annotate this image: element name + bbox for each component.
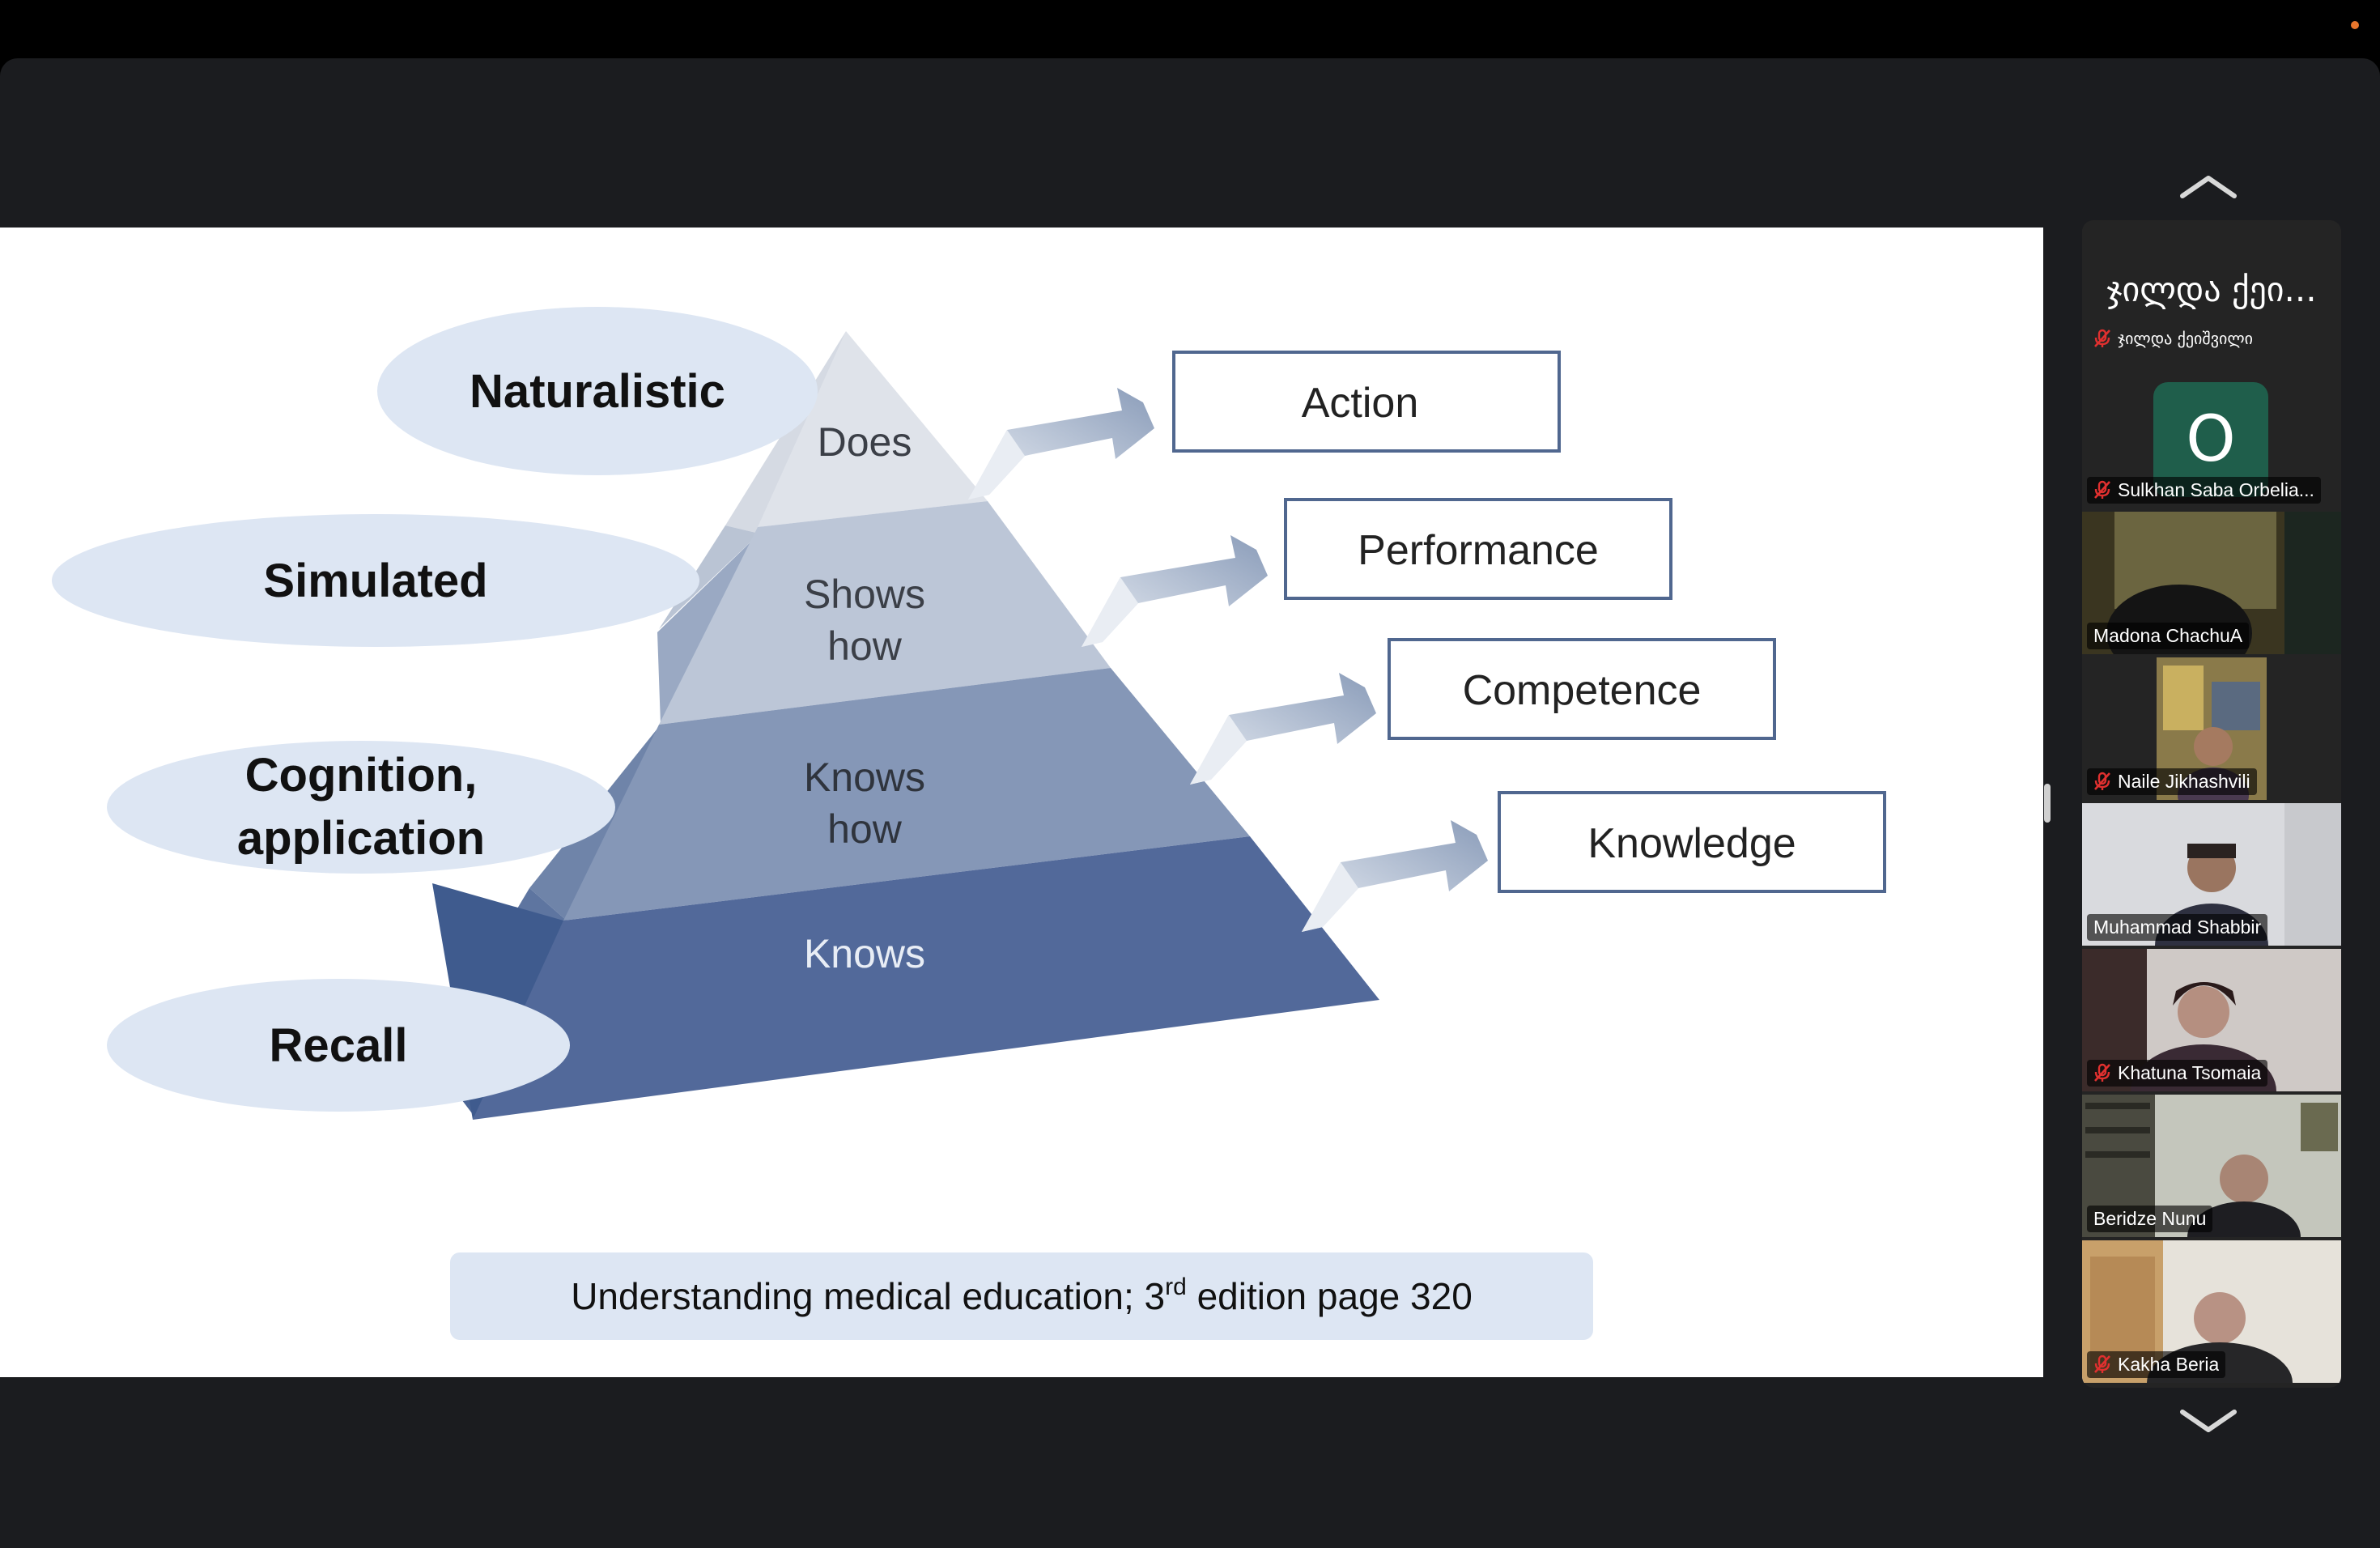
tier-label-knows-how-2: how <box>827 806 903 852</box>
split-view-resize-handle[interactable] <box>2044 784 2051 823</box>
chevron-down-icon[interactable] <box>2178 1406 2239 1438</box>
ellipse-recall: Recall <box>107 979 570 1112</box>
participants-gallery: ჯილდა ქეი... ჯილდა ქეიშვილი O Sulkhan Sa… <box>2082 220 2341 1388</box>
participant-name-tag: Madona ChachuA <box>2087 623 2250 649</box>
muted-microphone-icon <box>2094 772 2110 790</box>
arrow-to-competence <box>1190 673 1376 785</box>
box-label-competence: Competence <box>1463 667 1702 714</box>
tier-label-knows-how-1: Knows <box>804 755 925 800</box>
tier-label-shows: Shows <box>804 572 925 617</box>
participant-name: Beridze Nunu <box>2093 1208 2207 1229</box>
box-knowledge: Knowledge <box>1498 791 1886 893</box>
arrow-to-action <box>968 388 1154 500</box>
muted-microphone-icon <box>2094 1354 2110 1373</box>
pyramid-tier-knows <box>473 836 1379 1120</box>
participant-name-tag: Sulkhan Saba Orbelia... <box>2087 477 2321 504</box>
box-performance: Performance <box>1284 498 1672 600</box>
box-label-knowledge: Knowledge <box>1587 820 1796 867</box>
muted-microphone-icon <box>2094 480 2110 499</box>
participant-name-tag: Muhammad Shabbir <box>2087 914 2268 941</box>
arrow-to-performance <box>1082 535 1268 647</box>
ellipse-label-recall: Recall <box>270 1019 408 1072</box>
pyramid-tier-shows-how <box>659 501 1111 725</box>
tier-label-shows-how: how <box>827 623 903 669</box>
participant-tile[interactable]: Naile Jikhashvili <box>2082 657 2341 800</box>
participant-name-tag: ჯილდა ქეიშვილი <box>2087 325 2259 352</box>
tier-label-does: Does <box>818 419 912 465</box>
participant-tile-active-speaker[interactable]: Muhammad Shabbir <box>2082 803 2341 946</box>
participant-name-tag: Naile Jikhashvili <box>2087 768 2257 795</box>
participant-name-tag: Khatuna Tsomaia <box>2087 1060 2268 1087</box>
tier-label-knows: Knows <box>804 931 925 976</box>
shared-screen-slide: Does Shows how Knows how Knows Naturalis… <box>0 228 2043 1377</box>
participant-name: Madona ChachuA <box>2093 625 2243 646</box>
ellipse-cognition: Cognition, application <box>107 741 615 874</box>
host-display-name: ჯილდა ქეი... <box>2106 270 2317 309</box>
ellipse-naturalistic: Naturalistic <box>377 307 818 475</box>
millers-pyramid-diagram: Does Shows how Knows how Knows Naturalis… <box>52 307 1886 1340</box>
ellipse-label-simulated: Simulated <box>263 555 487 607</box>
muted-microphone-icon <box>2094 329 2110 347</box>
pyramid-tier-does <box>758 331 988 527</box>
participant-tile-host[interactable]: ჯილდა ქეი... ჯილდა ქეიშვილი <box>2082 220 2341 363</box>
ellipse-label-naturalistic: Naturalistic <box>470 365 725 418</box>
recording-indicator-icon <box>2351 21 2359 29</box>
ellipse-label-application: application <box>237 812 485 865</box>
participant-tile[interactable]: O Sulkhan Saba Orbelia... <box>2082 366 2341 508</box>
participant-tile[interactable]: Khatuna Tsomaia <box>2082 949 2341 1091</box>
box-action: Action <box>1172 351 1561 453</box>
participant-name-tag: Kakha Beria <box>2087 1351 2226 1378</box>
participant-name: Sulkhan Saba Orbelia... <box>2118 479 2314 500</box>
participant-name: Khatuna Tsomaia <box>2118 1062 2262 1083</box>
citation-text: Understanding medical education; 3rd edi… <box>571 1274 1473 1317</box>
citation-banner: Understanding medical education; 3rd edi… <box>450 1252 1593 1340</box>
box-label-action: Action <box>1302 380 1419 427</box>
box-label-performance: Performance <box>1358 527 1599 574</box>
participant-name: ჯილდა ქეიშვილი <box>2118 329 2253 348</box>
ellipse-label-cognition: Cognition, <box>245 749 478 802</box>
participant-tile[interactable]: Madona ChachuA <box>2082 512 2341 654</box>
participant-tile[interactable]: Kakha Beria <box>2082 1240 2341 1383</box>
muted-microphone-icon <box>2094 1063 2110 1082</box>
participant-tile[interactable]: Beridze Nunu <box>2082 1095 2341 1237</box>
arrow-to-knowledge <box>1302 820 1488 932</box>
ellipse-simulated: Simulated <box>52 514 699 647</box>
top-menu-bar <box>0 0 2380 58</box>
participant-name: Muhammad Shabbir <box>2093 916 2262 938</box>
participant-name-tag: Beridze Nunu <box>2087 1206 2213 1232</box>
participant-name: Kakha Beria <box>2118 1354 2220 1375</box>
box-competence: Competence <box>1388 638 1776 740</box>
chevron-up-icon[interactable] <box>2178 170 2239 202</box>
participant-name: Naile Jikhashvili <box>2118 771 2250 792</box>
